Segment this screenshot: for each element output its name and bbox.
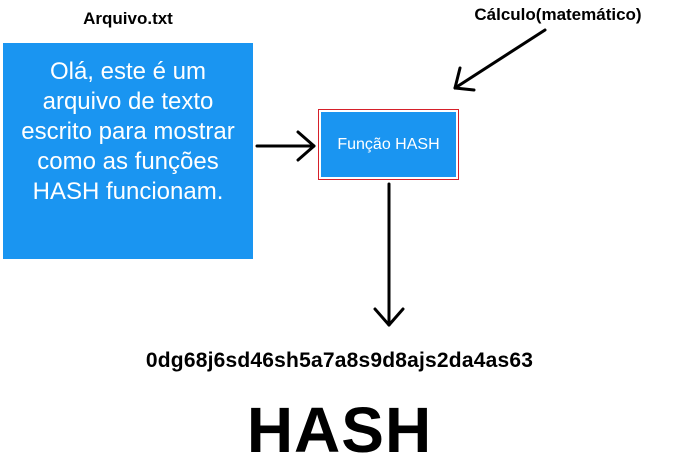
hash-output-value: 0dg68j6sd46sh5a7a8s9d8ajs2da4as63	[145, 349, 534, 372]
file-content-box: Olá, este é um arquivo de texto escrito …	[3, 43, 253, 259]
calculation-to-hash-arrow	[453, 28, 547, 92]
hash-function-label: Função HASH	[337, 135, 440, 153]
hash-function-box: Função HASH	[318, 109, 459, 180]
file-to-hash-arrow	[255, 130, 316, 162]
calculation-label: Cálculo(matemático)	[474, 5, 642, 24]
file-label: Arquivo.txt	[83, 9, 173, 28]
hash-title: HASH	[246, 394, 433, 466]
hash-function-inner: Função HASH	[321, 112, 456, 177]
hash-to-output-arrow	[373, 182, 405, 327]
file-content-text: Olá, este é um arquivo de texto escrito …	[21, 58, 235, 205]
